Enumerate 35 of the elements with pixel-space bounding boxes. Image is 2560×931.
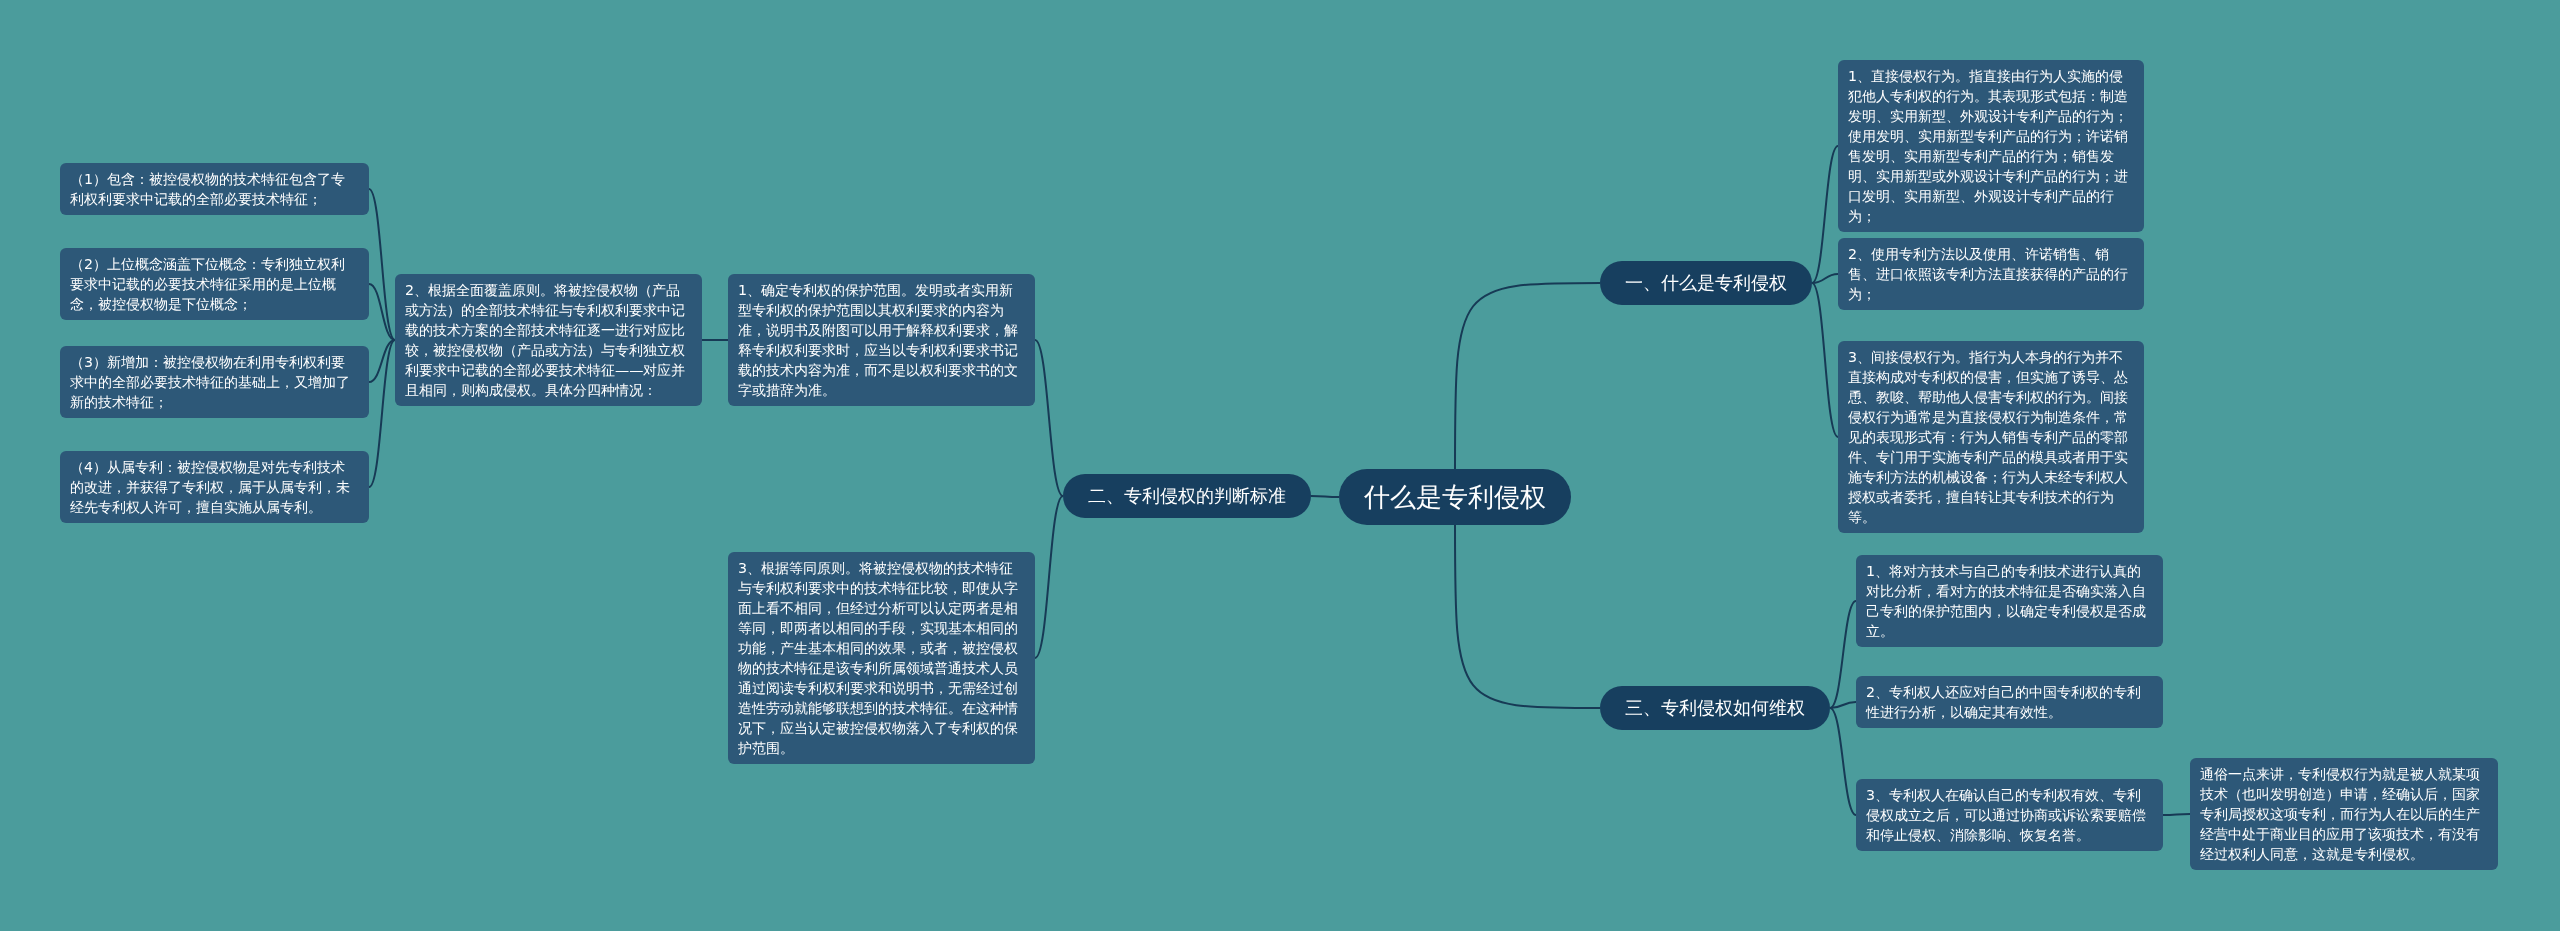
topic-card: （3）新增加：被控侵权物在利用专利权利要求中的全部必要技术特征的基础上，又增加了新的技术特征； — [60, 346, 369, 418]
connector-line — [1034, 495, 1064, 659]
branch-topic: 一、什么是专利侵权 — [1600, 261, 1812, 305]
connector-line — [1829, 600, 1857, 709]
branch-topic: 三、专利侵权如何维权 — [1600, 686, 1830, 730]
connector-line — [1454, 282, 1601, 470]
connector-line — [1811, 145, 1839, 284]
connector-line — [368, 339, 396, 488]
connector-line — [368, 283, 396, 341]
topic-card: 1、确定专利权的保护范围。发明或者实用新型专利权的保护范围以其权利要求的内容为准，说明书及附图可以用于解释权利要求，解释专利权利要求时，应当以专利权利要求书记载的技术内容为准，而不是以权利要求书的文字或措辞为准。 — [728, 274, 1035, 406]
topic-card: 通俗一点来讲，专利侵权行为就是被人就某项技术（也叫发明创造）申请，经确认后，国家专利局授权这项专利，而行为人在以后的生产经营中处于商业目的应用了该项技术，有没有经过权利人同意，这就是专利侵权。 — [2190, 758, 2498, 870]
topic-card: 2、使用专利方法以及使用、许诺销售、销售、进口依照该专利方法直接获得的产品的行为； — [1838, 238, 2144, 310]
topic-card: 2、专利权人还应对自己的中国专利权的专利性进行分析，以确定其有效性。 — [1856, 676, 2163, 728]
connector-line — [1310, 495, 1340, 498]
connector-line — [1454, 524, 1601, 709]
topic-card: 3、根据等同原则。将被控侵权物的技术特征与专利权利要求中的技术特征比较，即使从字面上看不相同，但经过分析可以认定两者是相等同，即两者以相同的手段，实现基本相同的功能，产生基本相同的效果，或者，被控侵权物的技术特征是该专利所属领域普通技术人员通过阅读专利权利要求和说明书，无需经过创造性劳动就能够联想到的技术特征。在这种情况下，应当认定被控侵权物落入了专利权的保护范围。 — [728, 552, 1035, 764]
topic-card: （4）从属专利：被控侵权物是对先专利技术的改进，并获得了专利权，属于从属专利，未经先专利权人许可，擅自实施从属专利。 — [60, 451, 369, 523]
connector-line — [1811, 273, 1839, 284]
topic-card: （2）上位概念涵盖下位概念：专利独立权利要求中记载的必要技术特征采用的是上位概念，被控侵权物是下位概念； — [60, 248, 369, 320]
connector-line — [2162, 813, 2191, 816]
connector-line — [1829, 707, 1857, 816]
topic-card: 3、专利权人在确认自己的专利权有效、专利侵权成立之后，可以通过协商或诉讼索要赔偿和停止侵权、消除影响、恢复名誉。 — [1856, 779, 2163, 851]
topic-card: 1、直接侵权行为。指直接由行为人实施的侵犯他人专利权的行为。其表现形式包括：制造发明、实用新型、外观设计专利产品的行为；使用发明、实用新型专利产品的行为；许诺销售发明、实用新型专利产品的行为；销售发明、实用新型或外观设计专利产品的行为；进口发明、实用新型、外观设计专利产品的行为； — [1838, 60, 2144, 232]
topic-card: 1、将对方技术与自己的专利技术进行认真的对比分析，看对方的技术特征是否确实落入自己专利的保护范围内，以确定专利侵权是否成立。 — [1856, 555, 2163, 647]
branch-topic: 二、专利侵权的判断标准 — [1063, 474, 1311, 518]
connector-line — [1034, 339, 1064, 497]
topic-card: 2、根据全面覆盖原则。将被控侵权物（产品或方法）的全部技术特征与专利权利要求中记载的技术方案的全部技术特征逐一进行对应比较，被控侵权物（产品或方法）与专利独立权利要求中记载的全部必要技术特征——对应并且相同，则构成侵权。具体分四种情况： — [395, 274, 702, 406]
connector-line — [368, 339, 396, 383]
connector-line — [368, 188, 396, 341]
connector-line — [1811, 282, 1839, 438]
connector-line — [701, 339, 729, 341]
connector-line — [1829, 701, 1857, 709]
topic-card: 3、间接侵权行为。指行为人本身的行为并不直接构成对专利权的侵害，但实施了诱导、怂恿、教唆、帮助他人侵害专利权的行为。间接侵权行为通常是为直接侵权行为制造条件，常见的表现形式有：行为人销售专利产品的零部件、专门用于实施专利产品的模具或者用于实施专利方法的机械设备；行为人未经专利权人授权或者委托，擅自转让其专利技术的行为等。 — [1838, 341, 2144, 533]
topic-card: （1）包含：被控侵权物的技术特征包含了专利权利要求中记载的全部必要技术特征； — [60, 163, 369, 215]
central-topic: 什么是专利侵权 — [1339, 469, 1571, 525]
